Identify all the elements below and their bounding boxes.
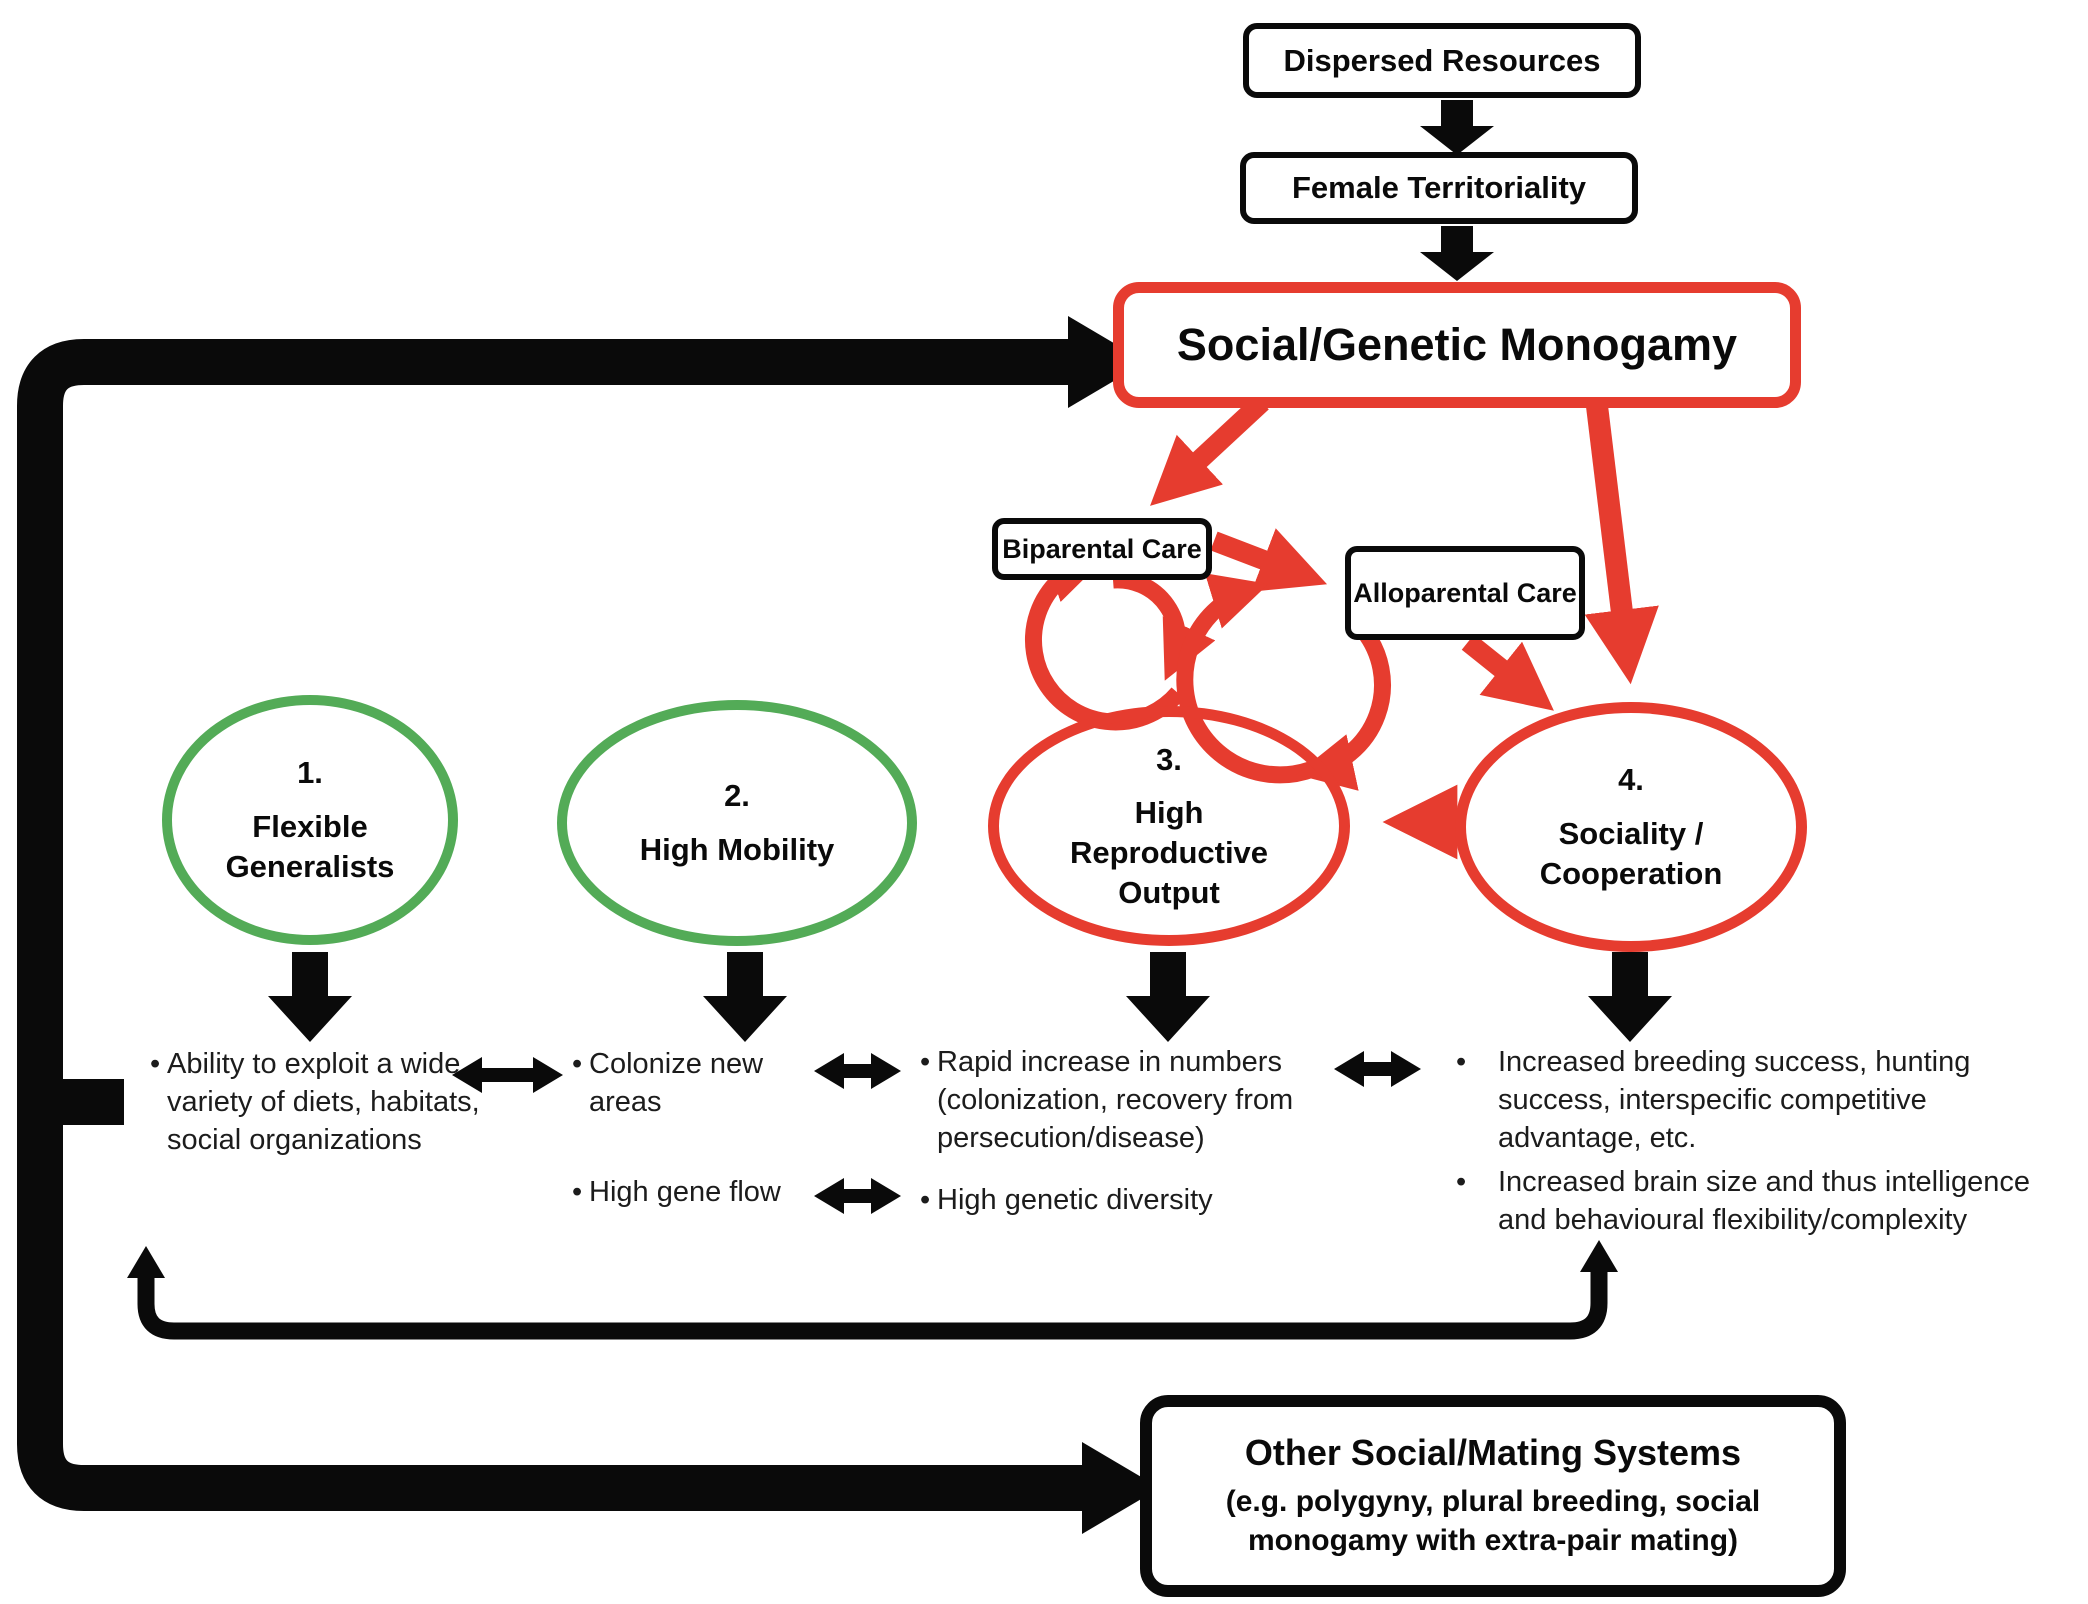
node-female-territoriality: Female Territoriality xyxy=(1240,152,1638,224)
arrow-dispersed-to-territoriality xyxy=(1420,100,1494,155)
ellipse-number: 1. xyxy=(297,755,323,791)
arrow-ellipse1-to-outcome xyxy=(268,952,352,1042)
other-systems-subtitle: (e.g. polygyny, plural breeding, social … xyxy=(1225,1485,1761,1557)
node-dispersed-resources-label: Dispersed Resources xyxy=(1283,42,1601,78)
loop-biparental-to-reproduction xyxy=(1112,571,1216,681)
arrow-to-monogamy-head xyxy=(1068,316,1146,408)
node-high-mobility: 2. High Mobility xyxy=(557,700,917,946)
arrow-ellipse2-to-outcome xyxy=(703,952,787,1042)
node-social-genetic-monogamy: Social/Genetic Monogamy xyxy=(1113,282,1801,408)
arrow-alloparental-to-sociality xyxy=(1461,634,1554,711)
other-systems-title: Other Social/Mating Systems xyxy=(1244,1432,1742,1473)
arrow-biparental-to-alloparental xyxy=(1210,528,1328,592)
node-sociality-cooperation: 4. Sociality / Cooperation xyxy=(1455,702,1807,952)
outcome-list-reproductive-output: Rapid increase in numbers (colonization,… xyxy=(920,1044,1340,1220)
ellipse-number: 3. xyxy=(1156,741,1182,777)
outcome-list-high-mobility: Colonize new areas High gene flow xyxy=(572,1046,818,1212)
arrow-monogamy-to-biparental xyxy=(1150,394,1269,506)
outcome-bullet: Increased brain size and thus intelligen… xyxy=(1442,1164,2067,1240)
ellipse-label: Sociality / Cooperation xyxy=(1539,816,1723,891)
ellipse-label: Flexible Generalists xyxy=(225,809,395,884)
arrow-ellipse4-to-outcome xyxy=(1588,952,1672,1042)
node-biparental-care-label: Biparental Care xyxy=(1002,533,1202,564)
node-alloparental-care: Alloparental Care xyxy=(1345,546,1585,640)
outcome-bullet: High gene flow xyxy=(572,1174,818,1212)
arrow-monogamy-to-sociality xyxy=(1584,404,1659,685)
trunk-feedback-arrow xyxy=(17,339,1088,1511)
arrow-to-other-systems-head xyxy=(1082,1442,1160,1534)
outcome-bullet: Rapid increase in numbers (colonization,… xyxy=(920,1044,1340,1158)
node-alloparental-care-label: Alloparental Care xyxy=(1353,577,1577,608)
ellipse-number: 4. xyxy=(1618,762,1644,798)
outcome-list-flexible-generalists: Ability to exploit a wide variety of die… xyxy=(150,1046,490,1160)
ellipse-label: High Mobility xyxy=(639,832,835,867)
node-high-reproductive-output: 3. High Reproductive Output xyxy=(988,706,1350,946)
outcome-bullet: Increased breeding success, hunting succ… xyxy=(1442,1044,2067,1158)
outcome-bullet: High genetic diversity xyxy=(920,1182,1340,1220)
node-female-territoriality-label: Female Territoriality xyxy=(1291,170,1587,205)
node-social-genetic-monogamy-label: Social/Genetic Monogamy xyxy=(1176,319,1738,370)
arrow-territoriality-to-monogamy xyxy=(1420,226,1494,281)
node-dispersed-resources: Dispersed Resources xyxy=(1243,23,1641,98)
ellipse-number: 2. xyxy=(724,778,750,814)
outcome-bullet: Colonize new areas xyxy=(572,1046,818,1122)
outcomes-feedback-arrow xyxy=(127,1240,1618,1340)
loop-alloparental-to-reproduction xyxy=(1296,625,1391,791)
node-other-social-mating-systems: Other Social/Mating Systems (e.g. polygy… xyxy=(1140,1395,1846,1597)
node-flexible-generalists: 1. Flexible Generalists xyxy=(162,695,458,945)
outcome-list-sociality: Increased breeding success, hunting succ… xyxy=(1442,1044,2067,1240)
node-biparental-care: Biparental Care xyxy=(992,518,1212,580)
ellipse-label: High Reproductive Output xyxy=(1069,795,1269,910)
arrow-ellipse3-to-outcome xyxy=(1126,952,1210,1042)
outcome-bullet: Ability to exploit a wide variety of die… xyxy=(150,1046,490,1160)
